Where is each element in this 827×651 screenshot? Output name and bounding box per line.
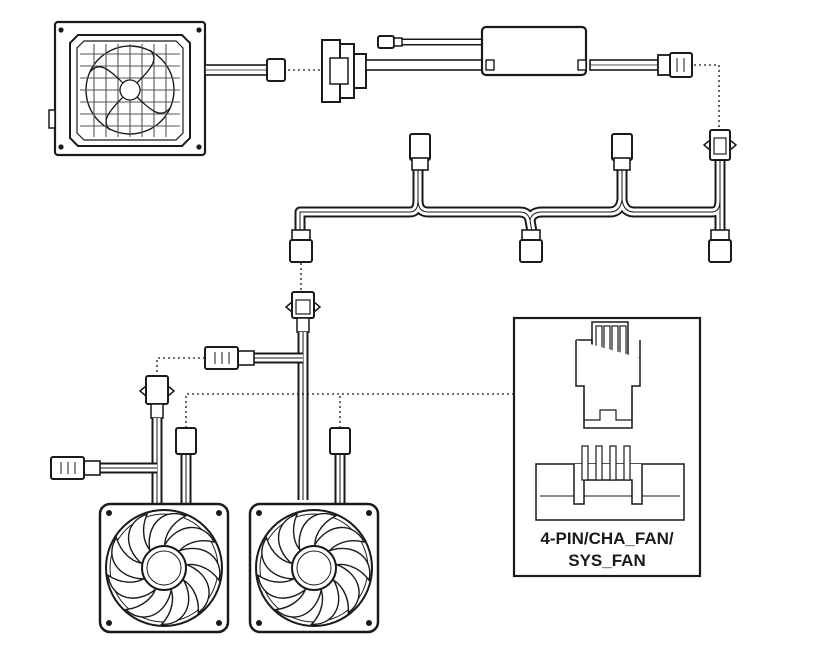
case-fan-icon <box>248 502 380 634</box>
power-supply-icon <box>48 20 207 157</box>
fan-extension-cable-icon <box>204 291 322 500</box>
header-label-line-2: SYS_FAN <box>568 551 646 570</box>
header-label-line-1: 4-PIN/CHA_FAN/ <box>540 529 674 548</box>
fan-2-cables <box>329 427 351 505</box>
case-fan-icon <box>98 502 230 634</box>
fan-1-cables <box>50 375 197 505</box>
4-pin-header-icon <box>535 321 685 521</box>
fan-splitter-cable-icon <box>289 129 738 263</box>
header-inset-box <box>512 316 702 578</box>
header-label: 4-PIN/CHA_FAN/ SYS_FAN <box>514 528 700 572</box>
psu-cable <box>204 58 322 82</box>
sata-to-fan-adapter-icon <box>321 25 693 103</box>
